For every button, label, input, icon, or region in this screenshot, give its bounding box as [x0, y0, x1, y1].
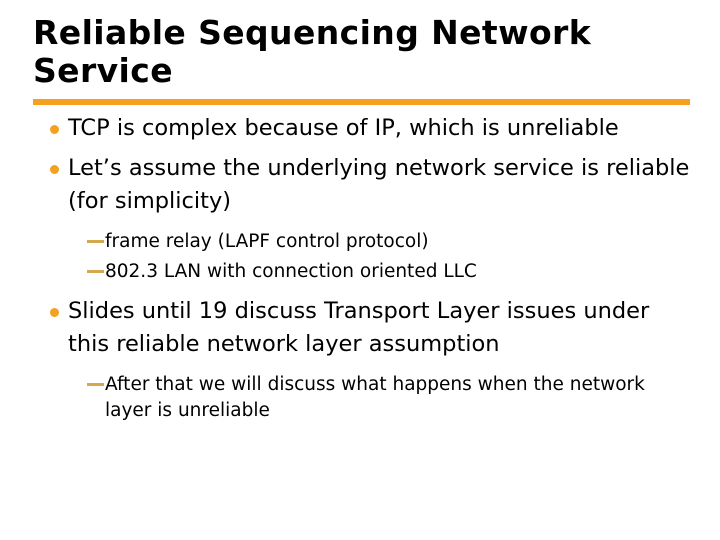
- sub-list-group: frame relay (LAPF control protocol) 802.…: [33, 229, 693, 285]
- list-item-label: 802.3 LAN with connection oriented LLC: [105, 261, 477, 282]
- list-item: After that we will discuss what happens …: [33, 372, 693, 424]
- list-item: Slides until 19 discuss Transport Layer …: [33, 295, 693, 361]
- list-item-label: Slides until 19 discuss Transport Layer …: [68, 298, 650, 357]
- em-dash-icon: [87, 240, 104, 243]
- list-item: Let’s assume the underlying network serv…: [33, 152, 693, 218]
- em-dash-icon: [87, 383, 104, 386]
- list-item-label: TCP is complex because of IP, which is u…: [68, 115, 619, 141]
- page-title: Reliable Sequencing Network Service: [33, 13, 592, 90]
- bullet-dot-icon: [50, 308, 59, 317]
- list-item-label: Let’s assume the underlying network serv…: [68, 155, 690, 214]
- list-item: TCP is complex because of IP, which is u…: [33, 112, 693, 145]
- list-item: 802.3 LAN with connection oriented LLC: [33, 259, 693, 285]
- list-item: frame relay (LAPF control protocol): [33, 229, 693, 255]
- bullet-dot-icon: [50, 165, 59, 174]
- slide-body: TCP is complex because of IP, which is u…: [33, 112, 693, 434]
- title-block: Reliable Sequencing Network Service: [33, 14, 673, 90]
- em-dash-icon: [87, 270, 104, 273]
- list-item-label: After that we will discuss what happens …: [105, 374, 645, 421]
- sub-list-group: After that we will discuss what happens …: [33, 372, 693, 424]
- list-item-label: frame relay (LAPF control protocol): [105, 231, 429, 252]
- title-underline-rule: [33, 99, 690, 105]
- bullet-dot-icon: [50, 125, 59, 134]
